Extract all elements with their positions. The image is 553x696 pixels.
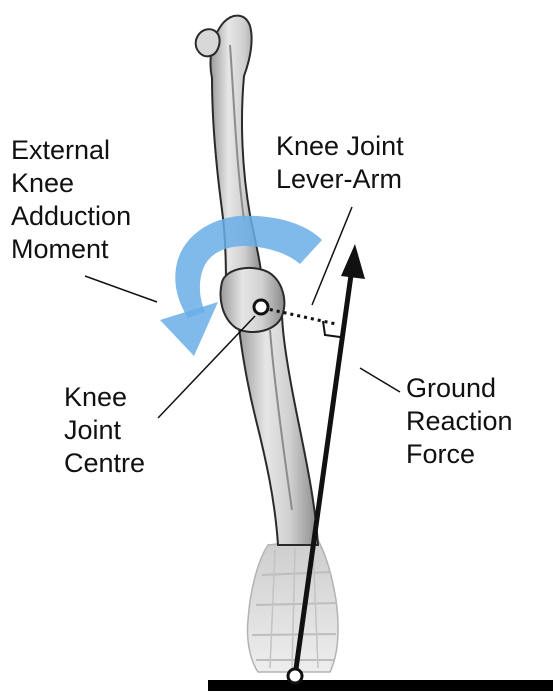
label-line: Ground xyxy=(406,372,513,405)
knee-joint-lever-arm-label: Knee Joint Lever-Arm xyxy=(276,130,404,196)
knee-joint xyxy=(221,268,285,332)
label-line: Force xyxy=(406,438,513,471)
ground-reaction-force-label: Ground Reaction Force xyxy=(406,372,513,471)
label-line: Lever-Arm xyxy=(276,163,404,196)
knee-joint-centre-label: Knee Joint Centre xyxy=(64,381,145,480)
leader-grf xyxy=(360,368,400,392)
label-line: Knee xyxy=(64,381,145,414)
ground-line xyxy=(208,680,553,691)
external-knee-adduction-moment-label: External Knee Adduction Moment xyxy=(11,134,131,266)
label-line: Centre xyxy=(64,447,145,480)
knee-joint-centre-point xyxy=(254,300,268,314)
label-line: Joint xyxy=(64,414,145,447)
leader-moment xyxy=(85,276,157,302)
force-origin-point xyxy=(288,669,302,683)
label-line: Knee xyxy=(11,167,131,200)
tibia xyxy=(238,312,318,545)
label-line: External xyxy=(11,134,131,167)
leader-lever-arm xyxy=(312,207,352,305)
label-line: Reaction xyxy=(406,405,513,438)
label-line: Knee Joint xyxy=(276,130,404,163)
label-line: Moment xyxy=(11,233,131,266)
foot xyxy=(247,540,338,672)
label-line: Adduction xyxy=(11,200,131,233)
